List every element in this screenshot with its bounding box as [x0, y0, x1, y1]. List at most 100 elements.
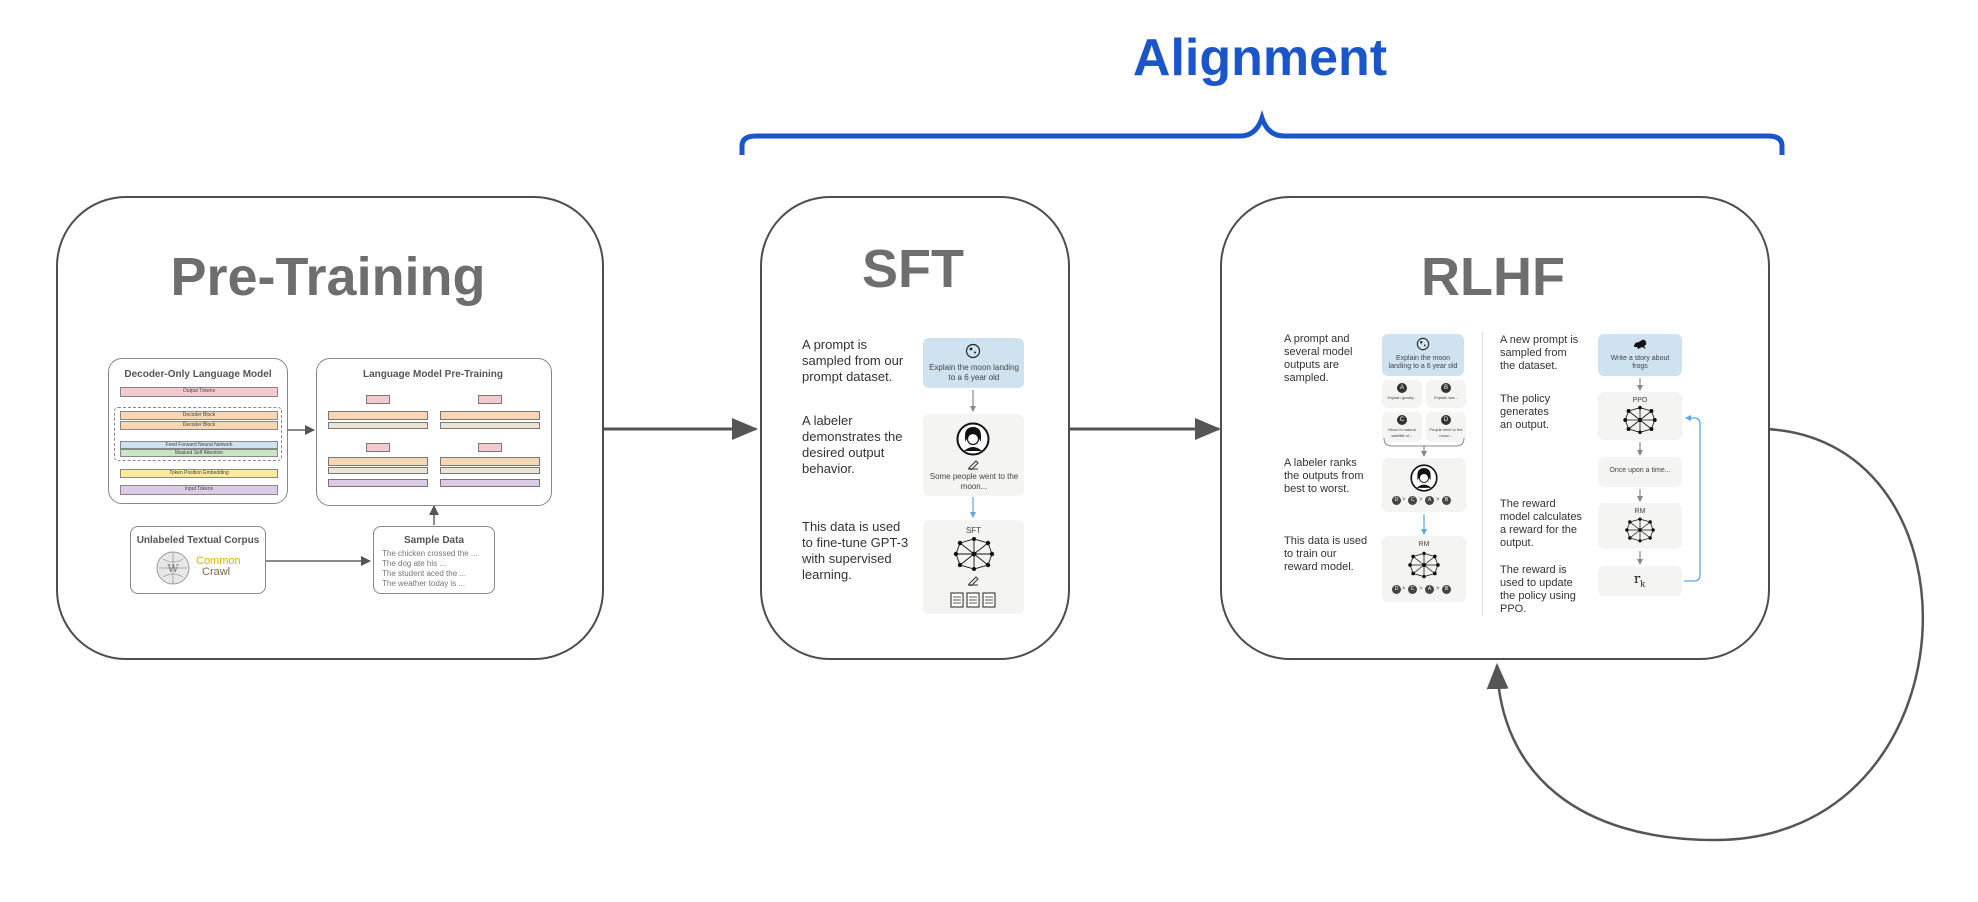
decoder-model-box	[108, 358, 288, 504]
option-letter-badge: B	[1441, 383, 1451, 393]
rank-separator: >	[1402, 497, 1406, 503]
rlhf-ppo-step1-text: A new prompt is sampled from the dataset…	[1500, 334, 1579, 372]
sft-title: SFT	[862, 239, 964, 299]
alignment-brace	[739, 110, 1785, 155]
common-crawl-logo: Common Crawl	[196, 556, 266, 578]
reward-label: r	[1634, 572, 1641, 587]
pretraining-title: Pre-Training	[170, 247, 486, 307]
sft-step3-text: This data is used to fine-tune GPT-3 wit…	[802, 519, 909, 582]
option-letter-badge: A	[1397, 383, 1407, 393]
rlhf-loop-arrow	[1486, 427, 1925, 842]
ranking-row: D > C > A > B	[1392, 496, 1460, 506]
option-letter-badge: D	[1441, 415, 1451, 425]
option-card-a: A Explain gravity...	[1382, 380, 1422, 408]
embedding-bar: Token Position Embedding	[120, 469, 278, 478]
option-letter-badge: C	[1397, 415, 1407, 425]
svg-text:W: W	[167, 562, 179, 575]
ppo-rm-label: RM	[1634, 508, 1646, 515]
option-text: People went to the moon...	[1429, 427, 1463, 438]
documents-icon	[950, 592, 996, 608]
sample-line: The weather today is ...	[382, 579, 466, 588]
rlhf-rm-step2-text: A labeler ranks the outputs from best to…	[1284, 457, 1364, 495]
lm-mini-stack-left	[328, 395, 428, 487]
rlhf-title: RLHF	[1421, 247, 1565, 307]
rlhf-ppo-step2-text: The policy generates an output.	[1500, 393, 1551, 431]
common-crawl-logo-line2: Crawl	[202, 566, 231, 578]
rlhf-ppo-prompt-card	[1598, 334, 1682, 376]
option-text: Explain gravity...	[1387, 395, 1417, 400]
rlhf-rm-prompt-card	[1382, 334, 1464, 376]
attention-bar: Masked Self Attention	[120, 449, 278, 457]
option-card-d: D People went to the moon...	[1426, 412, 1466, 442]
ppo-output-text: Once upon a time...	[1609, 467, 1671, 474]
sft-network-icon	[953, 537, 995, 571]
option-card-c: C Moon is natural satellite of...	[1382, 412, 1422, 442]
rank-badge: A	[1425, 585, 1434, 594]
rank-separator: >	[1436, 497, 1440, 503]
option-card-b: B Explain war...	[1426, 380, 1466, 408]
decoder-block-1: Decoder Block	[120, 411, 278, 420]
sft-prompt-card	[923, 338, 1024, 388]
rank-separator: >	[1402, 586, 1406, 592]
rlhf-ppo-prompt-text: Write a story about frogs	[1610, 355, 1670, 370]
reward-model-network-icon	[1408, 551, 1440, 579]
labeler-avatar-icon	[1410, 464, 1438, 492]
rank-badge: A	[1425, 496, 1434, 505]
rlhf-ppo-step4-text: The reward is used to update the policy …	[1500, 564, 1576, 615]
rlhf-options-grid: A Explain gravity... B Explain war... C …	[1382, 380, 1466, 444]
reward-model-network-icon	[1625, 517, 1655, 543]
rank-badge: B	[1442, 585, 1451, 594]
rlhf-rm-step1-text: A prompt and several model outputs are s…	[1284, 333, 1353, 384]
input-tokens-bar: Input Tokens	[120, 485, 278, 495]
rank-badge: C	[1408, 585, 1417, 594]
sample-data-title: Sample Data	[403, 535, 465, 546]
rank-separator: >	[1419, 586, 1423, 592]
sft-step2-text: A labeler demonstrates the desired outpu…	[802, 413, 903, 476]
rlhf-rm-step3-text: This data is used to train our reward mo…	[1284, 535, 1368, 573]
rlhf-ppo-step3-text: The reward model calculates a reward for…	[1500, 498, 1582, 549]
output-tokens-bar: Output Tokens	[120, 387, 278, 397]
option-text: Moon is natural satellite of...	[1388, 427, 1416, 438]
decoder-block-2: Decoder Block	[120, 421, 278, 430]
sft-demo-text: Some people went to the moon...	[929, 472, 1019, 491]
lm-pretraining-title: Language Model Pre-Training	[362, 369, 503, 380]
sample-line: The dog ate his ...	[382, 559, 447, 568]
sft-prompt-text: Explain the moon landing to a 6 year old	[929, 363, 1019, 382]
sample-line: The student aced the ...	[382, 569, 467, 578]
reward-subscript: k	[1640, 579, 1646, 589]
labeler-avatar-icon	[956, 422, 990, 456]
rank-badge: D	[1392, 585, 1401, 594]
ffn-bar: Feed Forward Neural Network	[120, 441, 278, 449]
alignment-title: Alignment	[1132, 29, 1388, 87]
reward-card	[1598, 566, 1682, 596]
rank-badge: C	[1408, 496, 1417, 505]
decoder-stack-box	[114, 407, 282, 461]
common-crawl-logo-line1: Common	[196, 555, 241, 567]
sft-model-label: SFT	[965, 526, 982, 535]
option-text: Explain war...	[1434, 395, 1458, 400]
rank-separator: >	[1436, 586, 1440, 592]
reward-symbol: rk	[1634, 572, 1645, 589]
moon-icon	[1416, 337, 1430, 351]
rlhf-rm-prompt-text: Explain the moon landing to a 6 year old	[1388, 355, 1458, 370]
policy-network-icon	[1623, 405, 1657, 435]
pencil-icon	[968, 460, 979, 470]
rank-badge: B	[1442, 496, 1451, 505]
rlhf-divider	[1482, 332, 1483, 616]
sft-step1-text: A prompt is sampled from our prompt data…	[802, 337, 904, 384]
ranking-row: D > C > A > B	[1392, 585, 1460, 595]
sample-line: The chicken crossed the ...	[382, 549, 478, 558]
wikipedia-globe-icon: W	[156, 551, 190, 585]
sample-data-lines: The chicken crossed the ... The dog ate …	[382, 549, 492, 589]
decoder-model-title: Decoder-Only Language Model	[124, 369, 272, 380]
ppo-output-card	[1598, 457, 1682, 487]
rlhf-rm-label: RM	[1418, 541, 1430, 548]
sample-data-box	[373, 526, 495, 594]
frog-icon	[1634, 339, 1647, 349]
lm-mini-stack-right	[440, 395, 540, 487]
corpus-title: Unlabeled Textual Corpus	[136, 535, 260, 546]
